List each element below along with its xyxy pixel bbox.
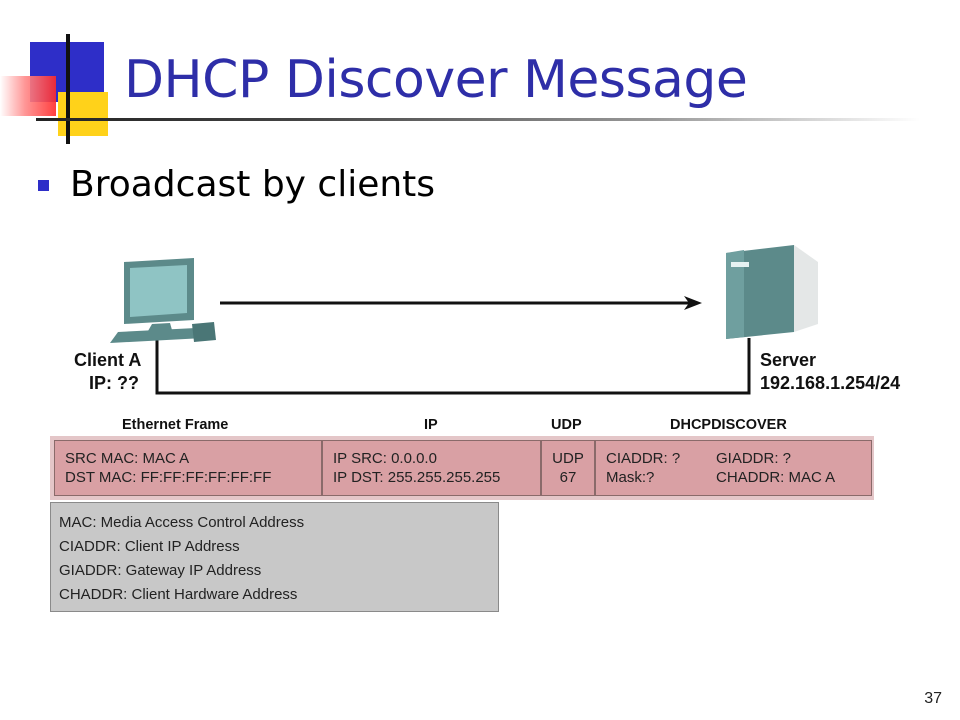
bullet-marker xyxy=(38,180,49,191)
client-ip: IP: ?? xyxy=(89,373,139,393)
ciaddr: CIADDR: ? xyxy=(606,450,681,467)
title-underline xyxy=(36,118,920,121)
ip-dst: IP DST: 255.255.255.255 xyxy=(333,469,501,486)
legend-item: CIADDR: Client IP Address xyxy=(59,538,240,555)
client-name: Client A xyxy=(74,350,142,370)
logo-red-square xyxy=(0,76,56,116)
mask: Mask:? xyxy=(606,469,655,486)
slide-title: DHCP Discover Message xyxy=(124,50,748,110)
udp-port: 67 xyxy=(559,469,577,486)
udp-header-box: UDP 67 xyxy=(541,440,595,496)
dhcp-payload-box: CIADDR: ? GIADDR: ? Mask:? CHADDR: MAC A xyxy=(595,440,872,496)
server-name: Server xyxy=(760,350,817,370)
connection-line xyxy=(155,338,751,395)
legend-box: MAC: Media Access Control Address CIADDR… xyxy=(50,502,499,612)
dst-mac: DST MAC: FF:FF:FF:FF:FF:FF xyxy=(65,469,272,486)
page-number: 37 xyxy=(924,690,942,707)
dhcp-discover-diagram: Client A IP: ?? Server 192.168.1.254/24 … xyxy=(44,240,929,624)
header-dhcpdiscover: DHCPDISCOVER xyxy=(670,417,787,433)
arrow-head xyxy=(684,296,702,310)
header-ethernet-frame: Ethernet Frame xyxy=(122,417,229,433)
giaddr: GIADDR: ? xyxy=(716,450,792,467)
server-icon xyxy=(726,245,818,339)
chaddr: CHADDR: MAC A xyxy=(716,469,836,486)
header-udp: UDP xyxy=(551,417,582,433)
header-ip: IP xyxy=(424,417,438,433)
legend-item: CHADDR: Client Hardware Address xyxy=(59,586,298,603)
legend-item: GIADDR: Gateway IP Address xyxy=(59,562,262,579)
server-ip: 192.168.1.254/24 xyxy=(760,373,901,393)
legend-item: MAC: Media Access Control Address xyxy=(59,514,305,531)
ethernet-frame-box: SRC MAC: MAC A DST MAC: FF:FF:FF:FF:FF:F… xyxy=(54,440,322,496)
client-computer-icon xyxy=(110,258,216,343)
udp-label: UDP xyxy=(552,450,584,467)
ip-src: IP SRC: 0.0.0.0 xyxy=(333,450,437,467)
diagram-graphics xyxy=(110,245,818,395)
ip-header-box: IP SRC: 0.0.0.0 IP DST: 255.255.255.255 xyxy=(322,440,541,496)
src-mac: SRC MAC: MAC A xyxy=(65,450,190,467)
bullet-text: Broadcast by clients xyxy=(70,164,436,205)
logo-vertical-line xyxy=(66,34,70,144)
